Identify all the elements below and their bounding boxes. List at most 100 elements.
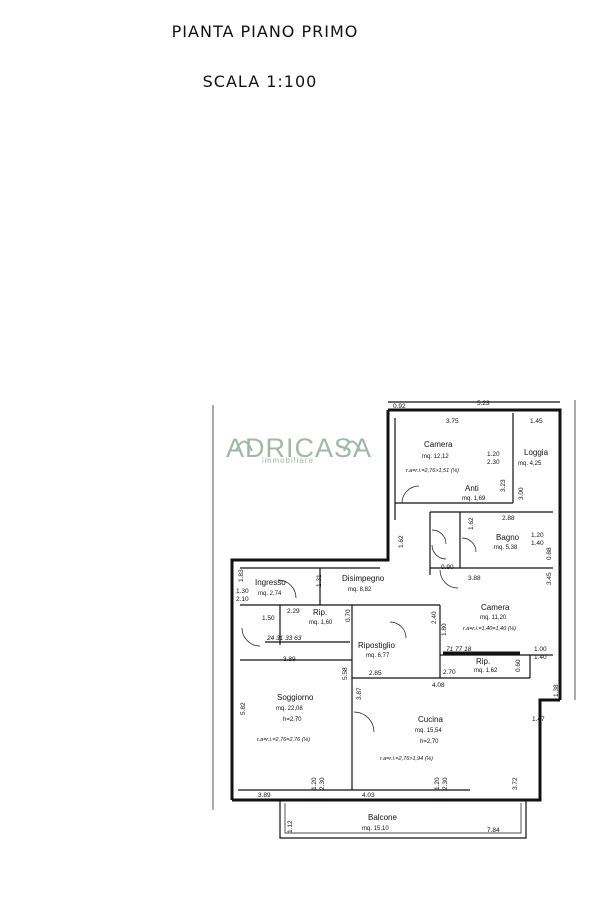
room-soggiorno-note: r.a=r.i.=2,76=2,76 (⅛) — [257, 737, 310, 743]
room-rip2-name: Rip. — [476, 657, 490, 666]
dim-label: 0.88 — [546, 547, 553, 560]
dim-label: 1.20 — [531, 532, 544, 539]
room-disimpegno-name: Disimpegno — [342, 574, 385, 583]
room-ripostiglio-area: mq. 6,77 — [366, 653, 390, 659]
dim-label: 2.88 — [502, 515, 515, 522]
room-camera1-name: Camera — [424, 440, 453, 449]
dim-label: 3.45 — [546, 572, 553, 585]
door-camera2 — [439, 569, 459, 589]
logo-house-right-icon — [343, 440, 361, 452]
dim-label: 1.47 — [532, 716, 545, 723]
dim-label: 2.29 — [287, 608, 300, 615]
dim-label: 1.50 — [262, 615, 275, 622]
room-rip1-area: mq. 1,60 — [309, 620, 333, 626]
dim-label: 1.40 — [531, 540, 544, 547]
balcone-railing — [279, 800, 527, 839]
dim-label: 1.12 — [287, 820, 294, 833]
logo-wordmark: ADRICASA — [226, 433, 373, 463]
room-anti-area: mq. 1,69 — [462, 496, 486, 502]
dim-label: 3.00 — [518, 487, 525, 500]
dim-label: 2.40 — [431, 611, 438, 624]
room-loggia-area: mq. 4,25 — [518, 461, 542, 467]
door-ripostiglio — [389, 621, 407, 639]
dim-label: 0.70 — [345, 609, 352, 622]
window-marks — [231, 409, 561, 801]
room-cucina-area: mq. 15,54 — [415, 728, 442, 734]
dim-label: 2.10 — [236, 596, 249, 603]
dim-label: 1.20 — [311, 777, 318, 790]
dim-label: 3.72 — [512, 777, 519, 790]
room-disimpegno-area: mq. 8,82 — [348, 587, 372, 593]
dim-label: 1.62 — [398, 535, 405, 548]
dim-label: 2.30 — [319, 777, 326, 790]
dim-label: 4.03 — [362, 792, 375, 799]
door-rip1 — [241, 627, 261, 647]
room-camera1-note: r.a=r.i.=2,76>1,51 (⅛) — [406, 468, 459, 474]
balcony-outline — [279, 800, 527, 839]
door-camera1 — [401, 485, 420, 504]
dim-label: 2.30 — [487, 459, 500, 466]
dim-label: 1.00 — [534, 646, 547, 653]
door-ingresso — [277, 579, 297, 599]
plan-scale: SCALA 1:100 — [202, 72, 318, 91]
logo-mark — [235, 440, 361, 452]
wall-west — [230, 410, 390, 800]
dim-label: 0.92 — [393, 403, 406, 410]
wall-south — [232, 698, 560, 802]
dim-label: 1.40 — [534, 654, 547, 661]
room-bagno-area: mq. 5,38 — [494, 545, 518, 551]
dim-label: 3.88 — [468, 575, 481, 582]
dim-label: 2.30 — [442, 777, 449, 790]
dim-label: 3.75 — [446, 418, 459, 425]
dim-label: 3.23 — [500, 479, 507, 492]
dim-label: 3.89 — [258, 792, 271, 799]
handwritten-row2: 71 77 18 — [446, 646, 472, 653]
room-loggia-name: Loggia — [524, 448, 549, 457]
logo-house-left-icon — [235, 440, 253, 452]
dim-label: 1.80 — [441, 623, 448, 636]
dim-label: 4.08 — [432, 682, 445, 689]
room-camera1-area: mq. 12,12 — [422, 454, 449, 460]
room-camera2-name: Camera — [481, 603, 510, 612]
room-soggiorno-area: mq. 22,08 — [276, 706, 303, 712]
dim-label: 7.84 — [487, 827, 500, 834]
room-rip2-area: mq. 1,62 — [474, 668, 498, 674]
room-camera2-area: mq. 11,20 — [480, 615, 507, 621]
logo-tagline: immobiliare — [262, 456, 314, 465]
dim-label: 1.31 — [316, 574, 323, 587]
dim-label: 0.90 — [441, 564, 454, 571]
interior-walls — [238, 413, 553, 791]
dimension-labels: 0.92 5.23 3.75 1.45 1.20 2.30 3.23 3.00 … — [236, 400, 560, 834]
dim-label: 5.58 — [342, 667, 349, 680]
dim-label: 1.45 — [530, 418, 543, 425]
dim-label: 1.83 — [238, 569, 245, 582]
dim-label: 2.70 — [443, 669, 456, 676]
dim-label: 1.30 — [236, 588, 249, 595]
dim-label: 0.60 — [515, 659, 522, 672]
room-balcone-name: Balcone — [368, 813, 397, 822]
dim-label: 1.38 — [553, 684, 560, 697]
room-anti-name: Anti — [465, 484, 479, 493]
door-anti — [431, 529, 447, 545]
door-anti-south — [431, 544, 447, 560]
door-arcs — [241, 485, 477, 733]
dim-label: 3.87 — [356, 687, 363, 700]
door-cucina — [353, 711, 375, 733]
dim-label: 1.20 — [434, 777, 441, 790]
room-ripostiglio-name: Ripostiglio — [358, 641, 395, 650]
room-cucina-note: r.a=r.i.=2,76>1,94 (⅛) — [380, 756, 433, 762]
room-ingresso-area: mq. 2,74 — [258, 591, 282, 597]
dim-label: 1.62 — [468, 517, 475, 530]
dim-label: 5.82 — [240, 702, 247, 715]
balcone-railing-inner — [284, 803, 522, 834]
dim-label: 3.89 — [283, 656, 296, 663]
handwritten-row1: 24 31 33 63 — [266, 635, 302, 642]
room-cucina-name: Cucina — [418, 715, 443, 724]
room-bagno-name: Bagno — [496, 533, 520, 542]
room-camera2-note: r.a=r.i.=1,40=1,40 (⅛) — [463, 626, 516, 632]
room-cucina-height: h=2,70 — [420, 739, 439, 745]
room-balcone-area: mq. 15,10 — [362, 826, 389, 832]
handwritten-notes: 24 31 33 63 71 77 18 — [265, 635, 520, 655]
dim-label: 2.85 — [369, 670, 382, 677]
